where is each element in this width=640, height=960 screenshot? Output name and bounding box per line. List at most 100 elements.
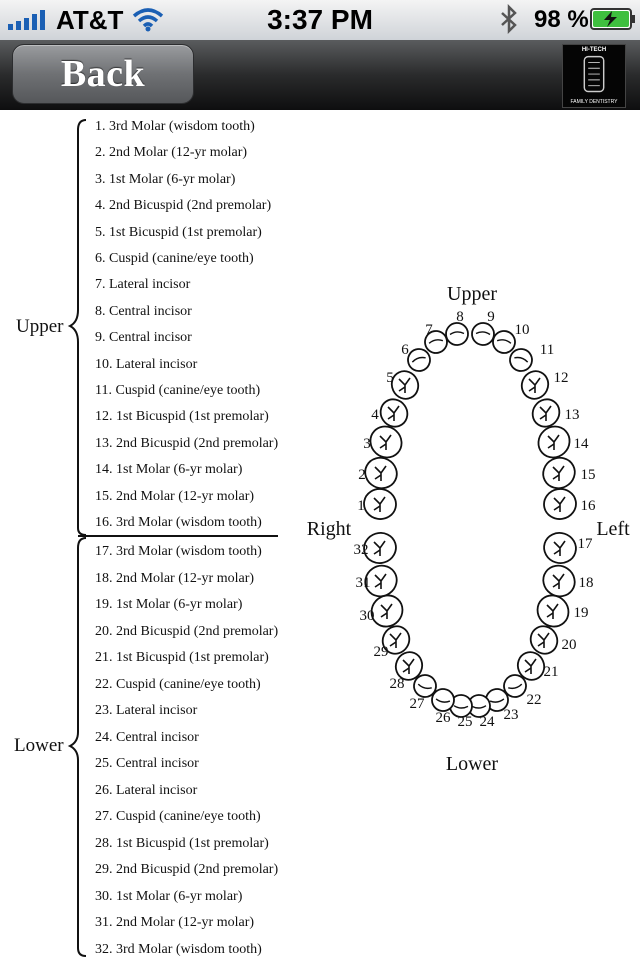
tooth-13[interactable] [527,394,564,432]
tooth-19[interactable] [531,589,575,633]
tooth-10[interactable] [491,329,517,355]
practice-logo[interactable]: HI-TECH FAMILY DENTISTRY [562,44,626,108]
tooth-list-item: 23. Lateral incisor [95,703,198,718]
tooth-list-item: 27. Cuspid (canine/eye tooth) [95,809,261,824]
tooth-number-label: 22 [527,692,542,708]
tooth-number-label: 8 [456,309,464,325]
tooth-list-item: 28. 1st Bicuspid (1st premolar) [95,835,269,851]
lower-group-label: Lower [14,735,64,756]
tooth-number-label: 30 [360,608,375,624]
tooth-list-item: 15. 2nd Molar (12-yr molar) [95,488,255,504]
tooth-20[interactable] [526,621,563,658]
battery-percent: 98 % [534,6,589,33]
tooth-15[interactable] [538,452,580,493]
tooth-17[interactable] [540,529,579,567]
tooth-list-item: 1. 3rd Molar (wisdom tooth) [95,119,255,134]
tooth-list-item: 18. 2nd Molar (12-yr molar) [95,570,255,586]
tooth-logo-icon [583,55,605,93]
tooth-number-label: 29 [374,644,389,660]
tooth-7[interactable] [423,329,449,355]
tooth-list-item: 30. 1st Molar (6-yr molar) [95,888,243,904]
upper-lower-divider [78,535,278,537]
tooth-number-label: 3 [363,436,371,452]
tooth-12[interactable] [517,367,553,404]
tooth-21[interactable] [514,648,549,684]
tooth-list-item: 14. 1st Molar (6-yr molar) [95,462,243,478]
tooth-number-label: 9 [487,309,495,325]
tooth-3[interactable] [364,420,408,464]
tooth-list-item: 24. Central incisor [95,729,199,745]
tooth-1[interactable] [362,486,399,521]
tooth-number-label: 13 [565,407,580,423]
tooth-list-item: 21. 1st Bicuspid (1st premolar) [95,650,269,665]
tooth-number-label: 16 [581,498,597,514]
tooth-list-item: 8. Central incisor [95,303,192,319]
tooth-25[interactable] [449,694,473,718]
tooth-number-label: 7 [425,322,433,338]
tooth-list-item: 19. 1st Molar (6-yr molar) [95,597,243,612]
tooth-list-item: 31. 2nd Molar (12-yr molar) [95,915,255,930]
tooth-list-item: 26. Lateral incisor [95,782,198,798]
tooth-16[interactable] [542,486,579,521]
tooth-list-item: 29. 2nd Bicuspid (2nd premolar) [95,862,279,877]
upper-group-label: Upper [16,316,64,337]
tooth-14[interactable] [532,420,576,464]
tooth-number-label: 6 [401,342,409,358]
tooth-list-item: 5. 1st Bicuspid (1st premolar) [95,224,262,240]
tooth-number-label: 21 [544,664,559,680]
tooth-number-label: 32 [354,542,369,558]
status-bar: AT&T 3:37 PM 98 % [0,0,640,40]
tooth-list-item: 11. Cuspid (canine/eye tooth) [95,383,261,398]
back-button[interactable]: Back [12,44,194,104]
tooth-2[interactable] [360,452,402,493]
diagram-left-label: Left [596,518,630,540]
tooth-list-item: 6. Cuspid (canine/eye tooth) [95,251,254,266]
tooth-8[interactable] [445,322,469,346]
tooth-4[interactable] [375,394,412,432]
tooth-list-item: 13. 2nd Bicuspid (2nd premolar) [95,435,279,451]
status-time: 3:37 PM [267,4,373,35]
group-brackets [67,119,87,957]
tooth-list-item: 2. 2nd Molar (12-yr molar) [95,145,248,161]
tooth-32[interactable] [360,529,399,567]
tooth-number-label: 17 [578,536,594,552]
tooth-number-label: 5 [386,370,394,386]
tooth-11[interactable] [507,346,535,374]
tooth-number-label: 12 [554,370,569,386]
tooth-list-item: 32. 3rd Molar (wisdom tooth) [95,941,262,957]
tooth-6[interactable] [405,346,433,374]
battery-charging-icon [590,8,635,30]
tooth-28[interactable] [392,648,427,684]
tooth-list-item: 12. 1st Bicuspid (1st premolar) [95,409,269,425]
tooth-31[interactable] [359,560,402,603]
tooth-18[interactable] [537,560,580,603]
tooth-number-label: 2 [358,467,366,483]
tooth-number-label: 27 [410,696,426,712]
tooth-list-item: 7. Lateral incisor [95,277,191,293]
tooth-list-item: 17. 3rd Molar (wisdom tooth) [95,544,262,559]
tooth-list-item: 10. Lateral incisor [95,356,198,372]
tooth-9[interactable] [471,322,495,346]
tooth-number-label: 28 [390,676,405,692]
tooth-26[interactable] [430,687,455,712]
tooth-list-item: 3. 1st Molar (6-yr molar) [95,171,236,187]
tooth-list-item: 20. 2nd Bicuspid (2nd premolar) [95,623,279,639]
diagram-lower-label: Lower [446,753,499,775]
tooth-30[interactable] [365,589,409,633]
wifi-icon [132,8,164,32]
tooth-number-label: 25 [458,714,473,730]
logo-bottom-text: FAMILY DENTISTRY [570,99,618,105]
bluetooth-icon [501,4,517,34]
tooth-29[interactable] [378,621,415,658]
tooth-number-label: 18 [579,575,594,591]
logo-top-text: HI-TECH [581,47,607,53]
tooth-22[interactable] [502,673,529,700]
tooth-list-item: 16. 3rd Molar (wisdom tooth) [95,515,262,530]
tooth-number-label: 20 [562,637,577,653]
tooth-number-label: 11 [540,342,554,358]
tooth-chart-content: Upper Lower 1. 3rd Molar (wisdom tooth) 2… [0,110,640,960]
tooth-number-label: 10 [515,322,530,338]
tooth-27[interactable] [412,673,439,700]
tooth-5[interactable] [387,367,423,404]
